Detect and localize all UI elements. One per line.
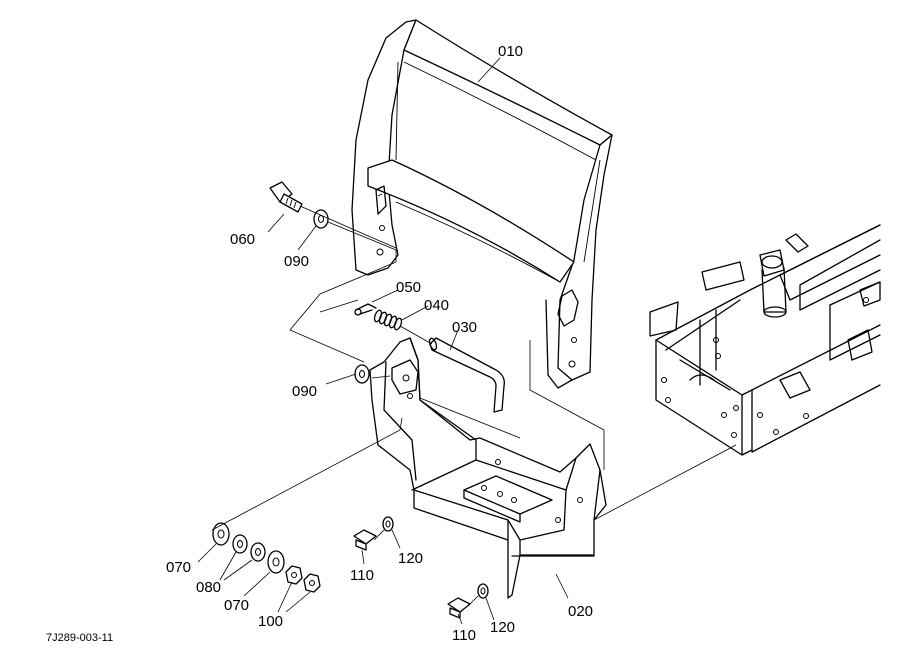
bolt-110-lower bbox=[447, 597, 471, 619]
snap-pin bbox=[354, 303, 377, 316]
callout-060: 060 bbox=[230, 231, 255, 248]
bolt-110-upper bbox=[353, 529, 377, 551]
washer-090-upper bbox=[313, 209, 329, 229]
callout-070-first: 070 bbox=[166, 559, 191, 576]
callout-110-upper: 110 bbox=[350, 567, 374, 584]
front-guard-frame bbox=[351, 19, 613, 389]
callout-010: 010 bbox=[498, 43, 523, 60]
callout-050: 050 bbox=[396, 279, 421, 296]
callout-090-upper: 090 bbox=[284, 253, 309, 270]
leader-lines bbox=[197, 57, 569, 625]
washer-080-second bbox=[250, 542, 266, 562]
figure-reference-number: 7J289-003-11 bbox=[46, 632, 113, 644]
callout-040: 040 bbox=[424, 297, 449, 314]
callout-080: 080 bbox=[196, 579, 221, 596]
nut-100-second bbox=[303, 573, 321, 593]
callout-090-lower: 090 bbox=[292, 383, 317, 400]
callout-110-lower: 110 bbox=[452, 627, 476, 644]
mounting-bracket bbox=[369, 337, 607, 599]
callout-120-upper: 120 bbox=[398, 550, 423, 567]
callout-020: 020 bbox=[568, 603, 593, 620]
washer-090-lower bbox=[354, 364, 370, 384]
washer-080-first bbox=[232, 534, 248, 554]
l-shaped-pin bbox=[428, 337, 505, 413]
washer-070-first bbox=[212, 522, 230, 546]
lock-washer-120-lower bbox=[477, 583, 489, 599]
callout-030: 030 bbox=[452, 319, 477, 336]
nut-100-first bbox=[285, 565, 303, 585]
callout-100: 100 bbox=[258, 613, 283, 630]
spring bbox=[373, 309, 403, 331]
washer-070-second bbox=[267, 550, 285, 574]
machine-chassis bbox=[649, 224, 881, 456]
callout-120-lower: 120 bbox=[490, 619, 515, 636]
assembly-lines bbox=[211, 205, 737, 607]
callout-070-second: 070 bbox=[224, 597, 249, 614]
lock-washer-120-upper bbox=[382, 516, 394, 532]
bolt-060 bbox=[269, 181, 303, 213]
callout-labels: 010 020 030 040 050 060 090 090 070 080 … bbox=[166, 43, 593, 644]
